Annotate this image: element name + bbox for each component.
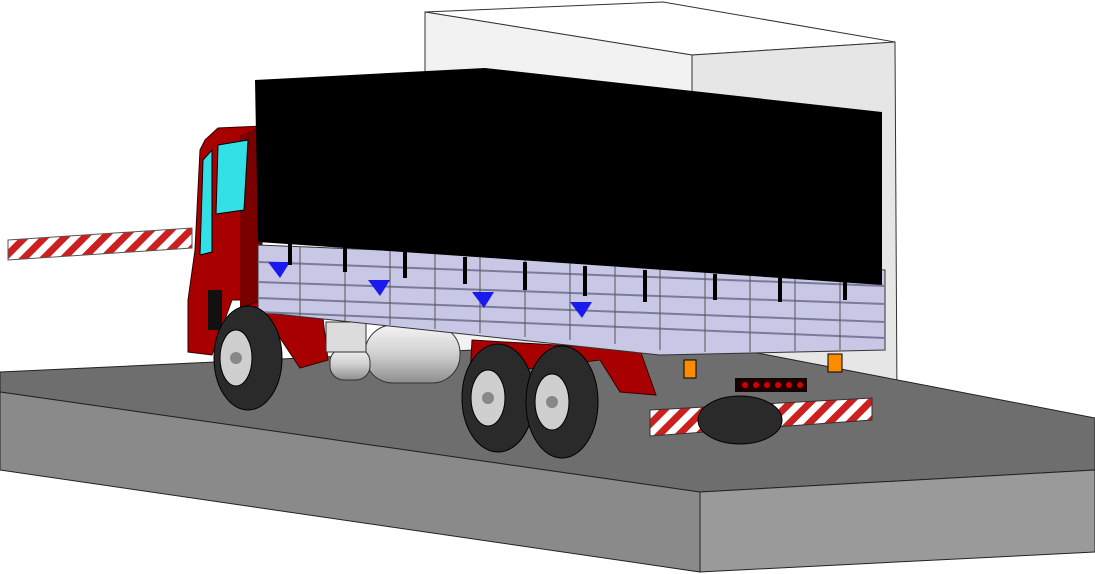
truck-cab [187, 125, 263, 356]
truck [187, 68, 886, 459]
barrier-arm [7, 227, 193, 261]
tail-lights [742, 382, 803, 388]
side-window [199, 148, 213, 256]
chassis-box [325, 321, 367, 353]
light-bar [735, 378, 807, 392]
rear-wheel-far [697, 395, 783, 445]
rail-line-3 [257, 297, 886, 323]
tank-large [364, 324, 461, 384]
rear-lamp-left [683, 359, 697, 379]
blue-straps [268, 262, 592, 318]
windshield [215, 139, 249, 215]
rear-wheel-2 [525, 345, 599, 459]
front-wheel [213, 305, 283, 411]
fuel-tanks [325, 321, 461, 384]
platform-side [699, 469, 1095, 573]
wheels [213, 305, 783, 459]
tank-small [329, 347, 371, 381]
rear-wheel-1 [461, 343, 535, 453]
rear-lamp-right [827, 353, 843, 373]
tarp-tie-downs [288, 242, 847, 302]
rail-line-4 [257, 311, 886, 339]
barrier-arm-bar [7, 227, 193, 261]
cab-step [208, 290, 222, 330]
cargo-tarp [255, 68, 882, 285]
